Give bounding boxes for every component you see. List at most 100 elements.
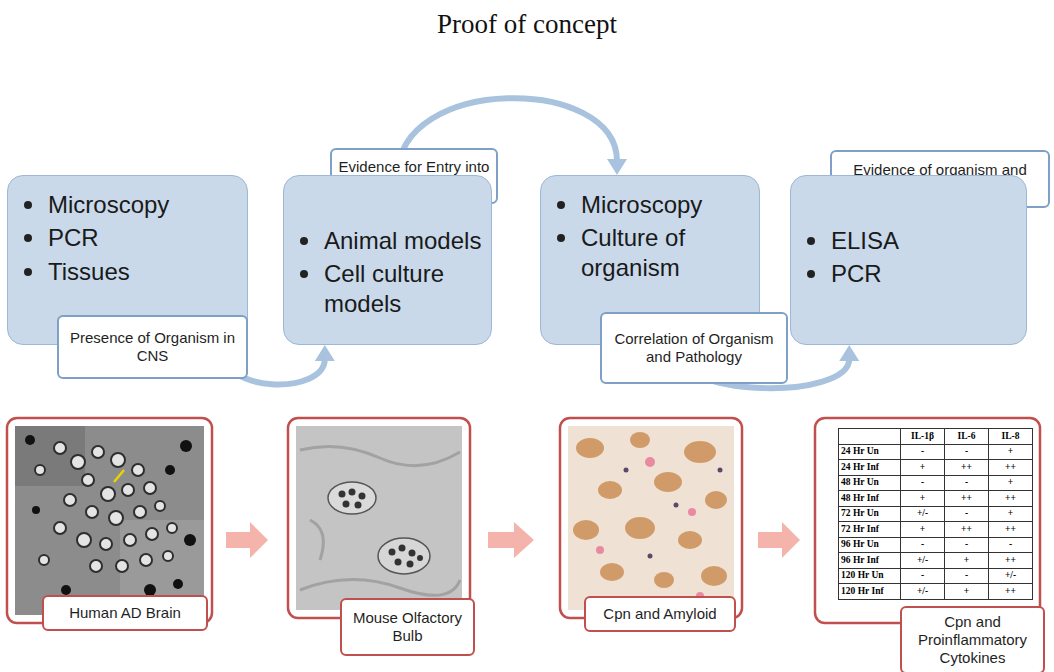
olfactory-bulb-panel [288,418,470,618]
table-text: ++ [961,494,972,504]
table-text: ++ [1005,556,1016,566]
table-cell: - [900,537,945,554]
table-cell: + [988,506,1033,523]
bullet-dot [557,201,565,209]
bullet-item: Animal models [296,226,483,255]
table-cell: - [900,444,945,461]
table-cell: ++ [988,459,1033,476]
process-box: Animal modelsCell culture models [283,175,492,345]
table-cell: ++ [944,521,989,538]
table-cell: 72 Hr Un [838,506,901,523]
table-cell: - [900,475,945,492]
table-text: - [921,571,924,581]
table-cell: 120 Hr Un [838,568,901,585]
table-text: - [965,509,968,519]
bullet-item: Microscopy [20,190,239,219]
bullet-item: Tissues [20,257,239,286]
table-text: - [965,540,968,550]
bullet-dot [24,268,32,276]
image-caption-box: Cpn and Amyloid [584,596,736,632]
table-cell: - [944,444,989,461]
table-cell: - [944,506,989,523]
bullet-item: PCR [803,259,1018,288]
table-cell: - [900,568,945,585]
bullet-item: ELISA [803,226,1018,255]
label-text: Presence of Organism in CNS [65,329,240,365]
micrograph-panel [7,418,212,623]
table-text: ++ [961,525,972,535]
table-cell: ++ [988,490,1033,507]
process-box: ELISA PCR [790,175,1027,345]
table-text: + [964,587,969,597]
table-text: - [965,447,968,457]
label-text: Cpn and Proinflammatory Cytokines [908,613,1037,667]
table-cell: 72 Hr Inf [838,521,901,538]
table-cell: 48 Hr Inf [838,490,901,507]
image-caption-box: Cpn and Proinflammatory Cytokines [900,606,1045,672]
table-cell: - [944,475,989,492]
table-cell: ++ [988,521,1033,538]
table-text: 24 Hr Un [841,447,879,457]
table-cell-empty [838,428,901,445]
bullet-dot [557,234,565,242]
table-cell: +/- [900,552,945,569]
table-cell: 24 Hr Inf [838,459,901,476]
table-cell: ++ [988,552,1033,569]
bullet-dot [300,237,308,245]
bullet-dot [807,270,815,278]
table-cell: + [900,521,945,538]
table-text: ++ [961,463,972,473]
bullet-dot [300,270,308,278]
bullet-dot [807,237,815,245]
table-text: + [964,556,969,566]
bullet-text: PCR [48,223,99,252]
table-text: +/- [917,587,928,597]
table-cell: ++ [944,459,989,476]
bullet-text: Animal models [324,226,481,255]
table-cell: 96 Hr Inf [838,552,901,569]
table-cell: + [900,459,945,476]
label-text: Correlation of Organism and Pathology [608,330,780,366]
table-text: 72 Hr Un [841,509,879,519]
table-text: 96 Hr Un [841,540,879,550]
table-text: + [920,494,925,504]
table-cell: - [944,568,989,585]
table-cell: + [944,583,989,600]
image-caption-box: Human AD Brain [42,595,208,631]
table-text: +/- [917,509,928,519]
diagram-title: Proof of concept [0,8,1054,40]
table-cell: IL-8 [988,428,1033,445]
table-cell: + [944,552,989,569]
bullet-text: ELISA [831,226,899,255]
table-cell: 48 Hr Un [838,475,901,492]
table-text: + [1008,509,1013,519]
table-text: ++ [1005,463,1016,473]
table-text: - [965,571,968,581]
bullet-item: Culture of organism [553,223,751,282]
table-cell: 24 Hr Un [838,444,901,461]
bullet-text: Culture of organism [581,223,751,282]
bullet-dot [24,201,32,209]
arrow-head [607,159,627,175]
table-text: + [920,525,925,535]
table-text: 72 Hr Inf [841,525,879,535]
table-text: 96 Hr Inf [841,556,879,566]
bullet-item: Microscopy [553,190,751,219]
table-cell: ++ [988,583,1033,600]
table-text: +/- [1005,571,1016,581]
table-cell: + [900,490,945,507]
table-text: - [1009,540,1012,550]
table-cell: +/- [900,583,945,600]
table-text: + [1008,447,1013,457]
table-cell: ++ [944,490,989,507]
table-cell: 96 Hr Un [838,537,901,554]
table-text: - [921,447,924,457]
table-cell: 120 Hr Inf [838,583,901,600]
table-cell: IL-1β [900,428,945,445]
bullet-item: Cell culture models [296,259,483,318]
table-cell: + [988,475,1033,492]
bullet-text: Tissues [48,257,130,286]
step-label-box: Presence of Organism in CNS [57,315,248,379]
image-caption-box: Mouse Olfactory Bulb [340,598,475,656]
table-text: - [921,478,924,488]
